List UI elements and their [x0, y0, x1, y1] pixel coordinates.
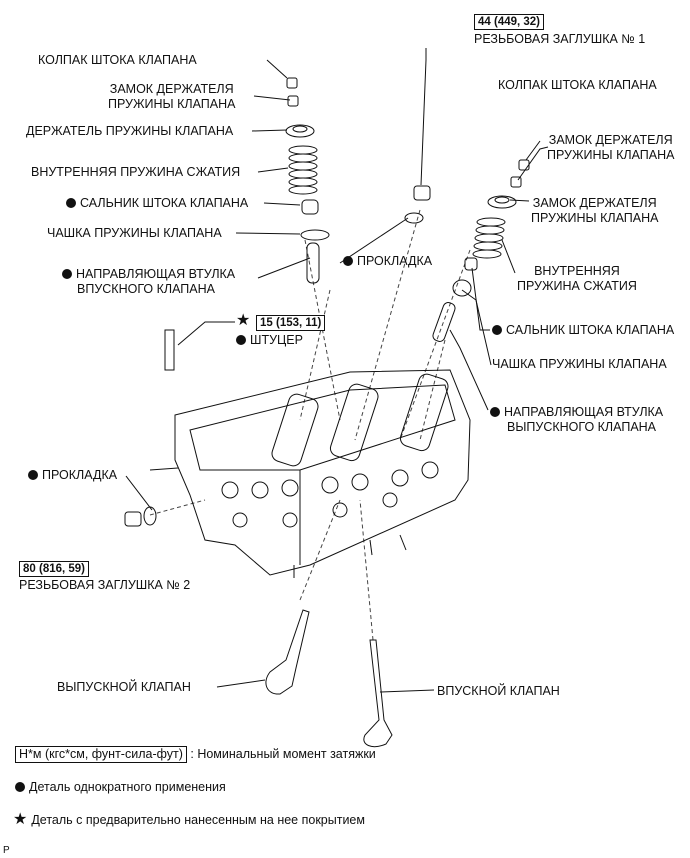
left-gasket-text: ПРОКЛАДКА	[42, 468, 118, 482]
intake-valve-guide-bushing-label: НАПРАВЛЯЮЩАЯ ВТУЛКА ВПУСКНОГО КЛАПАНА	[62, 267, 235, 297]
right-seal-text: САЛЬНИК ШТОКА КЛАПАНА	[506, 323, 675, 337]
left-gasket-label: ПРОКЛАДКА	[28, 468, 117, 483]
legend-one-time-use: Деталь однократного применения	[15, 780, 226, 795]
precoated-star-icon: ★	[236, 312, 251, 329]
inner-compression-spring-label: ВНУТРЕННЯЯ ПРУЖИНА СЖАТИЯ	[31, 165, 241, 179]
plug1-torque-box: 44 (449, 32)	[474, 14, 545, 30]
right-inner-spring-label: ВНУТРЕННЯЯ ПРУЖИНА СЖАТИЯ	[517, 264, 637, 294]
stud-torque-box: 15 (153, 11)	[256, 315, 326, 331]
right-lock-line2: ПРУЖИНЫ КЛАПАНА	[547, 148, 675, 162]
right-lock2-line2: ПРУЖИНЫ КЛАПАНА	[531, 211, 659, 225]
one-time-use-icon	[236, 335, 246, 345]
right-spring-line2: ПРУЖИНА СЖАТИЯ	[517, 279, 637, 293]
valve-spring-retainer-lock-label: ЗАМОК ДЕРЖАТЕЛЯ ПРУЖИНЫ КЛАПАНА	[108, 82, 235, 112]
right-spring-line1: ВНУТРЕННЯЯ	[534, 264, 620, 278]
corner-mark: P	[3, 845, 10, 856]
one-time-use-icon	[15, 782, 25, 792]
valve-stem-oil-seal-text: САЛЬНИК ШТОКА КЛАПАНА	[80, 196, 249, 210]
retainer-lock-label-line2: ПРУЖИНЫ КЛАПАНА	[108, 97, 236, 111]
right-retainer-lock-2-label: ЗАМОК ДЕРЖАТЕЛЯ ПРУЖИНЫ КЛАПАНА	[531, 196, 658, 226]
exhaust-valve-guide-bushing-label: НАПРАВЛЯЮЩАЯ ВТУЛКА ВЫПУСКНОГО КЛАПАНА	[490, 405, 663, 435]
threaded-plug-1-label: РЕЗЬБОВАЯ ЗАГЛУШКА № 1	[474, 32, 646, 46]
exhaust-guide-line2: ВЫПУСКНОГО КЛАПАНА	[507, 420, 657, 434]
intake-guide-label-line2: ВПУСКНОГО КЛАПАНА	[77, 282, 215, 296]
center-gasket-text: ПРОКЛАДКА	[357, 254, 433, 268]
stud-label: ШТУЦЕР	[236, 333, 303, 348]
center-gasket-label: ПРОКЛАДКА	[343, 254, 432, 269]
right-lock-line1: ЗАМОК ДЕРЖАТЕЛЯ	[548, 133, 673, 147]
retainer-lock-label-line1: ЗАМОК ДЕРЖАТЕЛЯ	[109, 82, 234, 96]
valve-stem-cap-label: КОЛПАК ШТОКА КЛАПАНА	[38, 53, 197, 67]
exhaust-guide-line1: НАПРАВЛЯЮЩАЯ ВТУЛКА	[490, 405, 663, 420]
stud-torque-group: ★	[236, 312, 254, 329]
valve-spring-retainer-label: ДЕРЖАТЕЛЬ ПРУЖИНЫ КЛАПАНА	[26, 124, 234, 138]
one-time-use-icon	[62, 269, 72, 279]
intake-guide-label-line1: НАПРАВЛЯЮЩАЯ ВТУЛКА	[62, 267, 235, 282]
one-time-use-icon	[66, 198, 76, 208]
one-time-use-icon	[28, 470, 38, 480]
torque-units-box: Н*м (кгс*см, фунт-сила-фут)	[15, 746, 187, 763]
right-valve-stem-cap-label: КОЛПАК ШТОКА КЛАПАНА	[498, 78, 657, 92]
precoated-text: Деталь с предварительно нанесенным на не…	[31, 813, 365, 827]
one-time-use-text: Деталь однократного применения	[29, 780, 226, 794]
threaded-plug-2-label: РЕЗЬБОВАЯ ЗАГЛУШКА № 2	[19, 578, 191, 592]
right-lock2-line1: ЗАМОК ДЕРЖАТЕЛЯ	[532, 196, 657, 210]
right-spring-seat-label: ЧАШКА ПРУЖИНЫ КЛАПАНА	[492, 357, 667, 371]
intake-valve-label: ВПУСКНОЙ КЛАПАН	[437, 684, 560, 698]
exhaust-valve-label: ВЫПУСКНОЙ КЛАПАН	[57, 680, 191, 694]
valve-stem-oil-seal-label: САЛЬНИК ШТОКА КЛАПАНА	[66, 196, 248, 211]
legend-precoated: ★Деталь с предварительно нанесенным на н…	[13, 811, 365, 828]
right-valve-stem-seal-label: САЛЬНИК ШТОКА КЛАПАНА	[492, 323, 674, 338]
right-retainer-lock-label: ЗАМОК ДЕРЖАТЕЛЯ ПРУЖИНЫ КЛАПАНА	[547, 133, 674, 163]
precoated-star-icon: ★	[13, 811, 28, 828]
one-time-use-icon	[343, 256, 353, 266]
one-time-use-icon	[490, 407, 500, 417]
legend-torque-units: Н*м (кгс*см, фунт-сила-фут) : Номинальны…	[15, 746, 376, 763]
plug2-torque-box: 80 (816, 59)	[19, 561, 90, 577]
torque-units-desc: : Номинальный момент затяжки	[190, 747, 376, 761]
stud-text: ШТУЦЕР	[250, 333, 303, 347]
valve-spring-seat-label: ЧАШКА ПРУЖИНЫ КЛАПАНА	[47, 226, 222, 240]
one-time-use-icon	[492, 325, 502, 335]
